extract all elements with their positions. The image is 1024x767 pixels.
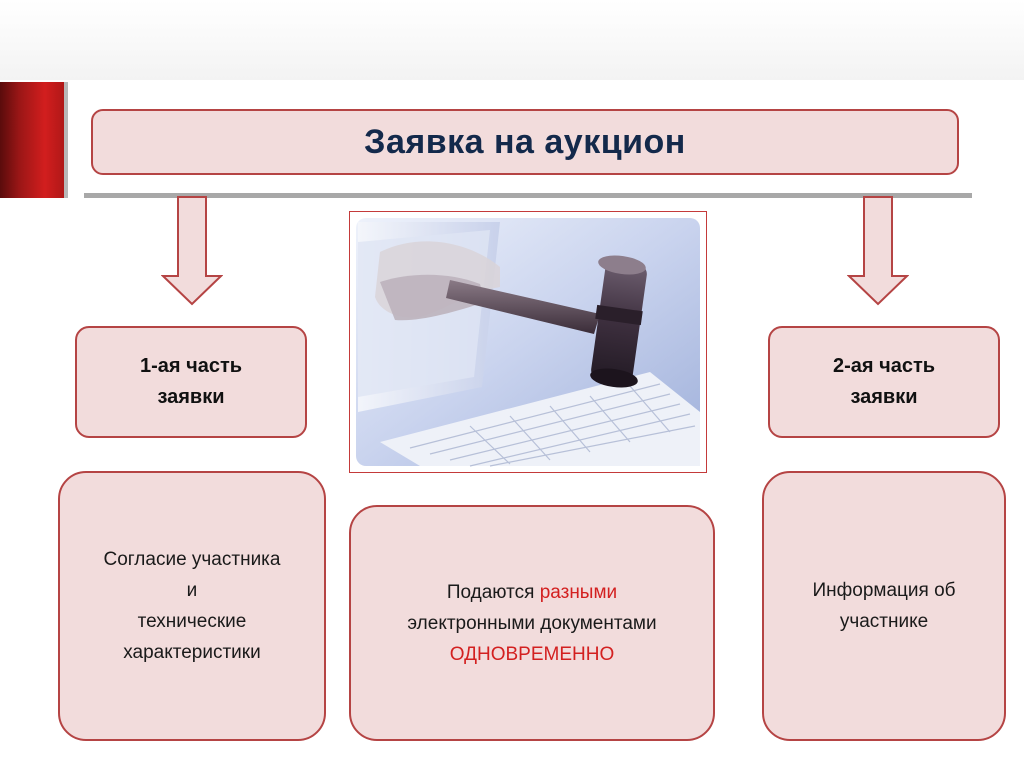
center-info-line1-plain: Подаются: [446, 581, 540, 603]
divider-line: [84, 193, 972, 198]
top-band: [0, 0, 1024, 80]
auction-photo: [349, 211, 707, 473]
left-info-line4: характеристики: [123, 642, 261, 663]
part1-box: 1-ая часть заявки: [75, 326, 307, 438]
right-info-box: Информация об участнике: [762, 471, 1006, 741]
down-arrow-icon-left: [161, 196, 223, 306]
right-info-line2: участнике: [839, 611, 929, 632]
center-info-line2: электронными документами: [407, 612, 657, 634]
part2-box: 2-ая часть заявки: [768, 326, 1000, 438]
center-info-line3: ОДНОВРЕМЕННО: [449, 643, 615, 665]
down-arrow-icon-right: [847, 196, 909, 306]
part1-line2: заявки: [157, 386, 225, 408]
part2-line2: заявки: [850, 386, 918, 408]
left-info-box: Согласие участника и технические характе…: [58, 471, 326, 741]
title-box: Заявка на аукцион: [91, 109, 959, 175]
accent-bar: [0, 82, 68, 198]
part1-line1: 1-ая часть: [139, 355, 243, 377]
title: Заявка на аукцион: [364, 122, 686, 161]
center-info-box: Подаются разными электронными документам…: [349, 505, 715, 741]
center-info-line1: Подаются разными: [407, 577, 656, 608]
left-info-line2: и: [186, 580, 198, 601]
center-info-line1-red: разными: [539, 581, 618, 603]
right-info-line1: Информация об: [812, 580, 956, 601]
left-info-line3: технические: [137, 611, 247, 632]
part2-line1: 2-ая часть: [832, 355, 936, 377]
gavel-keyboard-icon: [356, 218, 700, 467]
left-info-line1: Согласие участника: [103, 549, 281, 570]
